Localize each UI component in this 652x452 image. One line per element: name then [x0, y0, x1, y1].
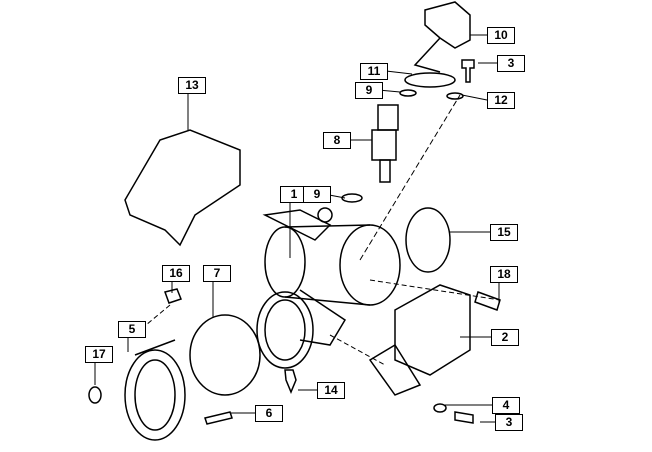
part-9-washer	[399, 89, 417, 97]
part-2-control-unit	[394, 284, 471, 376]
callout-16: 16	[162, 265, 190, 282]
callout-5: 5	[118, 321, 146, 338]
callout-6: 6	[255, 405, 283, 422]
part-14-nozzle	[284, 369, 297, 394]
part-11-plate	[404, 72, 456, 88]
callout-13: 13	[178, 77, 206, 94]
callout-9-lower: 9	[303, 186, 331, 203]
part-2-bracket	[368, 343, 422, 396]
part-1-throttle-body	[256, 207, 401, 369]
part-16-sensor	[164, 288, 182, 304]
callout-12: 12	[487, 92, 515, 109]
callout-11: 11	[360, 63, 388, 80]
callout-8: 8	[323, 132, 351, 149]
callout-18: 18	[490, 266, 518, 283]
part-7-clamp	[189, 314, 261, 396]
callout-14: 14	[317, 382, 345, 399]
part-17-plug	[88, 386, 102, 404]
part-3-bolt	[461, 59, 475, 83]
part-12-washer	[446, 92, 464, 100]
callout-15: 15	[490, 224, 518, 241]
part-6-bolt	[204, 411, 233, 425]
part-13-cover	[124, 129, 241, 247]
part-9-washer-lower	[341, 193, 363, 203]
part-4-washer	[433, 403, 447, 413]
callout-10: 10	[487, 27, 515, 44]
part-10-bracket	[413, 1, 471, 73]
callout-7: 7	[203, 265, 231, 282]
part-8-sensor	[371, 104, 399, 183]
callout-3: 3	[497, 55, 525, 72]
part-5-hose	[124, 339, 186, 441]
part-18-screw	[474, 291, 501, 311]
callout-17: 17	[85, 346, 113, 363]
callout-3-lower: 3	[495, 414, 523, 431]
callout-4: 4	[492, 397, 520, 414]
part-15-o-ring	[405, 207, 451, 273]
callout-2: 2	[491, 329, 519, 346]
part-3-bolt-lower	[454, 411, 474, 424]
callout-9: 9	[355, 82, 383, 99]
